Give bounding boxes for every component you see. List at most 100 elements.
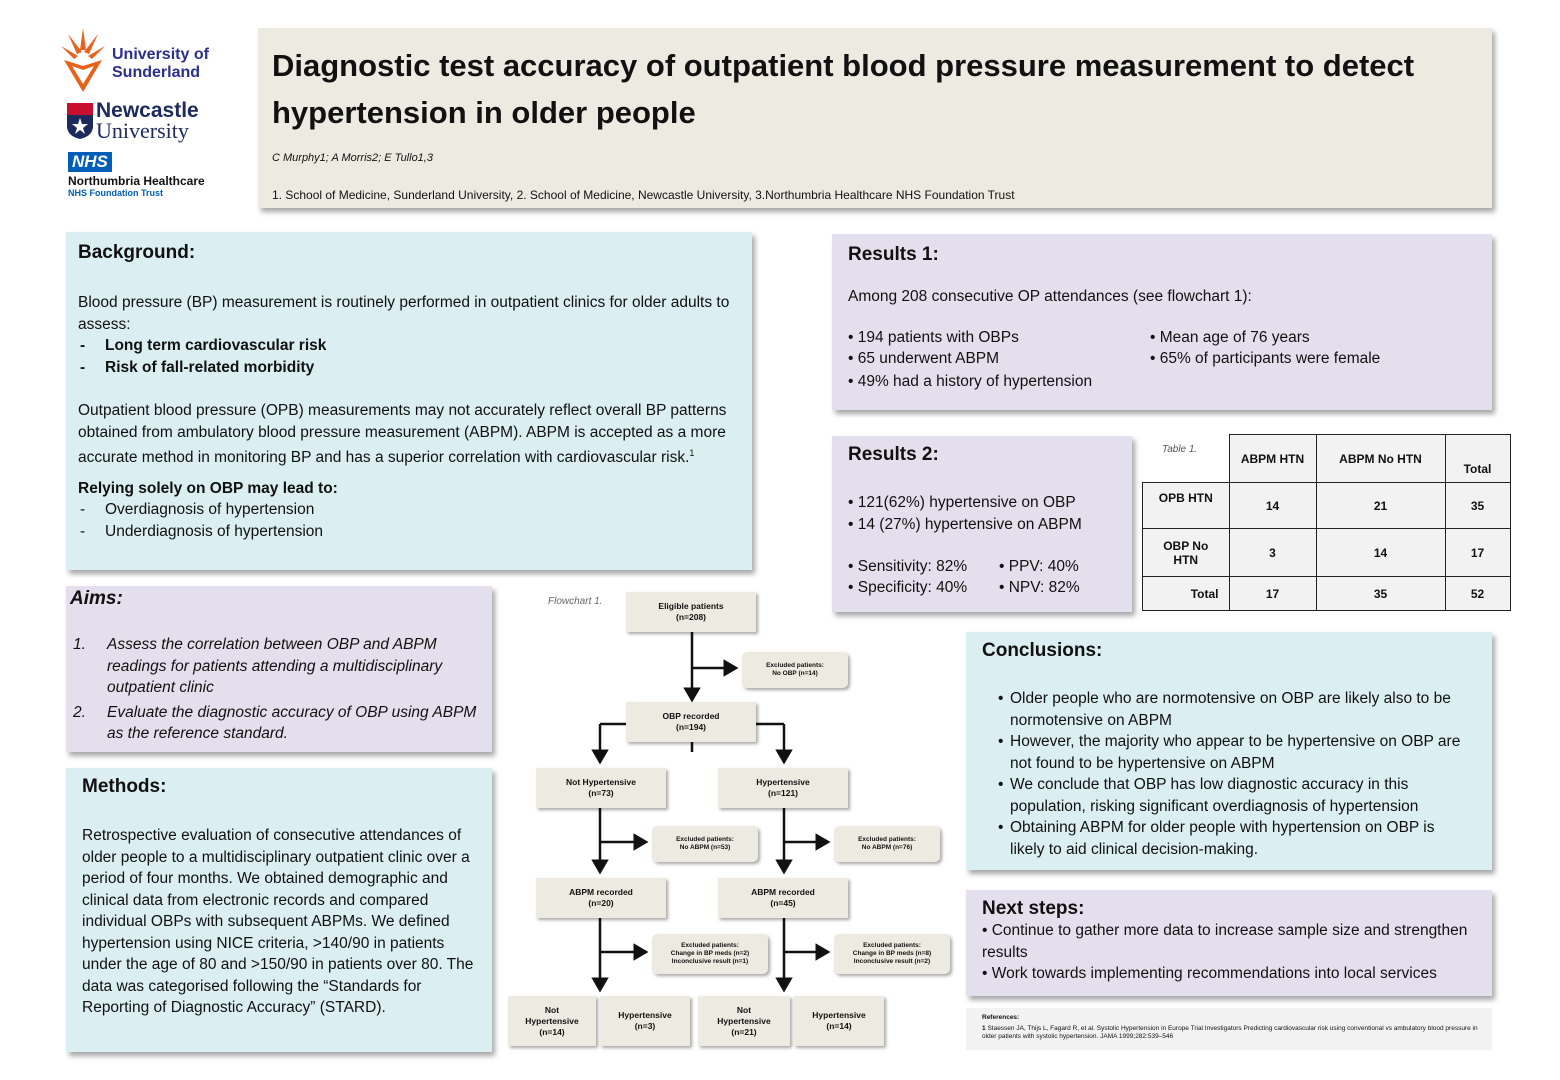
methods-section: Methods: Retrospective evaluation of con… bbox=[66, 768, 492, 1052]
table-row: OPB HTN 14 21 35 bbox=[1142, 482, 1511, 529]
poster-header: Diagnostic test accuracy of outpatient b… bbox=[258, 28, 1492, 208]
background-intro: Blood pressure (BP) measurement is routi… bbox=[78, 294, 730, 333]
list-item: Overdiagnosis of hypertension bbox=[78, 499, 738, 521]
aims-list: 1.Assess the correlation between OBP and… bbox=[70, 634, 482, 745]
npv-value: • NPV: 82% bbox=[999, 578, 1080, 596]
background-outcome-list: Overdiagnosis of hypertension Underdiagn… bbox=[78, 499, 738, 542]
table-caption: Table 1. bbox=[1162, 444, 1198, 455]
list-item: 2.Evaluate the diagnostic accuracy of OB… bbox=[73, 703, 477, 743]
nhs-trust-subtitle: NHS Foundation Trust bbox=[68, 188, 163, 198]
list-item: Obtaining ABPM for older people with hyp… bbox=[982, 817, 1472, 860]
flow-hypertensive-box: Hypertensive(n=121) bbox=[718, 768, 848, 808]
results2-list: • 121(62%) hypertensive on OBP • 14 (27%… bbox=[848, 492, 1122, 535]
conclusions-list: Older people who are normotensive on OBP… bbox=[982, 688, 1472, 860]
list-item: • 49% had a history of hypertension bbox=[848, 372, 1093, 390]
list-item: We conclude that OBP has low diagnostic … bbox=[982, 774, 1472, 817]
list-item: Underdiagnosis of hypertension bbox=[78, 521, 738, 543]
background-title: Background: bbox=[78, 242, 196, 263]
list-item: Older people who are normotensive on OBP… bbox=[982, 688, 1472, 731]
authors: C Murphy1; A Morris2; E Tullo1,3 bbox=[272, 152, 433, 164]
flow-leaf-hypertensive-right: Hypertensive(n=14) bbox=[794, 996, 884, 1046]
table-cell: 14 bbox=[1315, 528, 1446, 577]
table-cell: 3 bbox=[1228, 528, 1317, 577]
affiliations: 1. School of Medicine, Sunderland Univer… bbox=[272, 188, 1015, 202]
table-row-label: OPB HTN bbox=[1142, 482, 1230, 529]
sensitivity-value: • Sensitivity: 82% bbox=[848, 558, 968, 575]
list-item: • 121(62%) hypertensive on OBP bbox=[848, 494, 1076, 511]
next-steps-title: Next steps: bbox=[982, 898, 1085, 919]
results1-stats: • 194 patients with OBPs • 65 underwent … bbox=[848, 327, 1478, 393]
background-paragraph: Outpatient blood pressure (OPB) measurem… bbox=[78, 402, 727, 467]
methods-text: Retrospective evaluation of consecutive … bbox=[82, 827, 474, 1016]
sunderland-emblem-icon bbox=[61, 28, 105, 92]
table-cell: 17 bbox=[1228, 576, 1317, 611]
flow-excluded-no-abpm-right: Excluded patients:No ABPM (n=76) bbox=[834, 826, 940, 862]
table-cell: 17 bbox=[1444, 528, 1511, 577]
flow-eligible-box: Eligible patients(n=208) bbox=[626, 592, 756, 632]
table-row: Total 17 35 52 bbox=[1142, 576, 1511, 611]
table-cell: 14 bbox=[1228, 482, 1317, 529]
list-item: • 65 underwent ABPM bbox=[848, 350, 1000, 367]
table-header: Total bbox=[1444, 434, 1511, 483]
list-item: • 14 (27%) hypertensive on ABPM bbox=[848, 515, 1082, 533]
table-cell: 35 bbox=[1315, 576, 1446, 611]
background-risk-list: Long term cardiovascular risk Risk of fa… bbox=[78, 335, 738, 378]
results1-intro: Among 208 consecutive OP attendances (se… bbox=[848, 288, 1252, 305]
flow-abpm-recorded-right: ABPM recorded(n=45) bbox=[718, 878, 848, 918]
table-row-label: Total bbox=[1142, 576, 1230, 611]
flow-excluded-meds-right: Excluded patients:Change in BP meds (n=8… bbox=[834, 934, 950, 974]
list-item: • Work towards implementing recommendati… bbox=[982, 965, 1437, 982]
list-item: However, the majority who appear to be h… bbox=[982, 731, 1472, 774]
table-header: ABPM No HTN bbox=[1315, 434, 1446, 483]
methods-title: Methods: bbox=[82, 776, 167, 797]
results2-title: Results 2: bbox=[848, 444, 939, 465]
table-row: OBP No HTN 3 14 17 bbox=[1142, 528, 1511, 577]
ppv-value: • PPV: 40% bbox=[999, 558, 1079, 575]
newcastle-crest-icon bbox=[67, 103, 93, 139]
flowchart-caption: Flowchart 1. bbox=[548, 596, 603, 607]
list-item: • Mean age of 76 years bbox=[1150, 328, 1310, 346]
nhs-logo: NHS Northumbria Healthcare NHS Foundatio… bbox=[66, 152, 236, 198]
flow-excluded-no-obp: Excluded patients:No OBP (n=14) bbox=[742, 652, 848, 688]
background-lead: Relying solely on OBP may lead to: bbox=[78, 479, 338, 497]
next-steps-section: Next steps: • Continue to gather more da… bbox=[966, 890, 1492, 996]
specificity-value: • Specificity: 40% bbox=[848, 578, 968, 596]
aims-section: Aims: 1.Assess the correlation between O… bbox=[66, 586, 492, 752]
table-row-label: OBP No HTN bbox=[1142, 528, 1230, 577]
list-item: Long term cardiovascular risk bbox=[78, 335, 738, 357]
results2-stats: • Sensitivity: 82% • Specificity: 40% • … bbox=[848, 557, 1122, 598]
aims-title: Aims: bbox=[70, 588, 123, 609]
references-title: References: bbox=[982, 1014, 1020, 1021]
poster-title: Diagnostic test accuracy of outpatient b… bbox=[272, 48, 1415, 130]
list-item: • Continue to gather more data to increa… bbox=[982, 922, 1468, 961]
list-item: • 65% of participants were female bbox=[1150, 350, 1381, 367]
results1-left-list: • 194 patients with OBPs • 65 underwent … bbox=[848, 327, 1150, 393]
results1-right-list: • Mean age of 76 years • 65% of particip… bbox=[1150, 327, 1380, 393]
conclusions-section: Conclusions: Older people who are normot… bbox=[966, 632, 1492, 870]
flow-not-hypertensive-box: Not Hypertensive(n=73) bbox=[536, 768, 666, 808]
references-section: References: 1 Staessen JA, Thijs L, Faga… bbox=[966, 1008, 1492, 1050]
conclusions-title: Conclusions: bbox=[982, 640, 1103, 661]
reference-item: 1 Staessen JA, Thijs L, Fagard R, et al.… bbox=[982, 1025, 1478, 1040]
results1-title: Results 1: bbox=[848, 244, 939, 265]
list-item: Risk of fall-related morbidity bbox=[78, 357, 738, 379]
flow-excluded-no-abpm-left: Excluded patients:No ABPM (n=53) bbox=[652, 826, 758, 862]
nhs-trust-name: Northumbria Healthcare bbox=[68, 174, 205, 188]
flow-excluded-meds-left: Excluded patients:Change in BP meds (n=2… bbox=[652, 934, 768, 974]
list-item: • 194 patients with OBPs bbox=[848, 328, 1019, 346]
flow-obp-recorded-box: OBP recorded(n=194) bbox=[626, 702, 756, 742]
citation-superscript: 1 bbox=[689, 448, 695, 458]
list-item: 1.Assess the correlation between OBP and… bbox=[73, 636, 443, 696]
flow-leaf-hypertensive-left: Hypertensive(n=3) bbox=[600, 996, 690, 1046]
table-cell: 21 bbox=[1315, 482, 1446, 529]
nhs-badge: NHS bbox=[68, 152, 112, 172]
results-table: ABPM HTN ABPM No HTN Total OPB HTN 14 21… bbox=[1142, 434, 1511, 611]
background-section: Background: Blood pressure (BP) measurem… bbox=[66, 232, 752, 570]
